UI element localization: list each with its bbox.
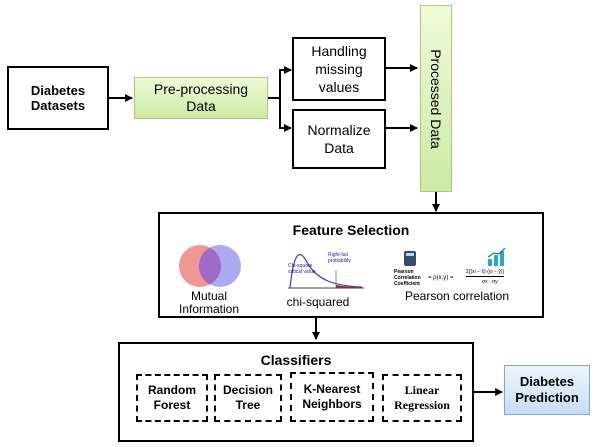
pearson-formula-numerator: Σ[(xi − x̄)·(yi − ȳ)]	[466, 269, 504, 277]
decision-tree-box: Decision Tree	[214, 374, 282, 422]
pearson-formula-icon: Pearson Correlation Coefficient = ρ(x,y)…	[394, 269, 534, 291]
knn-box: K-Nearest Neighbors	[290, 372, 374, 422]
calculator-icon	[404, 251, 416, 266]
mutual-information-label: Mutual Information	[178, 289, 240, 316]
pearson-correlation-label: Pearson correlation	[404, 289, 510, 303]
random-forest-label: Random Forest	[148, 383, 196, 412]
preprocessing-box: Pre-processing Data	[134, 77, 268, 119]
pearson-formula-name: Pearson Correlation Coefficient	[394, 269, 421, 287]
preprocessing-label: Pre-processing Data	[153, 81, 249, 114]
chi-annotation-left: Chi-square critical value	[288, 263, 316, 275]
growth-chart-icon	[487, 247, 506, 266]
diabetes-prediction-label: Diabetes Prediction	[515, 374, 579, 405]
linear-regression-box: Linear Regression	[382, 374, 462, 422]
feature-selection-title: Feature Selection	[292, 222, 410, 238]
processed-data-label: Processed Data	[428, 48, 445, 149]
handling-missing-label: Handling missing values	[311, 43, 367, 95]
arrow-preprocessing-to-normalize	[279, 98, 292, 132]
chi-annotation-right: Right-tail probability	[328, 252, 351, 264]
linear-regression-label: Linear Regression	[394, 383, 450, 412]
decision-tree-label: Decision Tree	[222, 383, 273, 412]
feature-selection-box: Feature Selection Mutual Information Chi…	[158, 212, 544, 318]
normalize-label: Normalize Data	[307, 122, 371, 156]
diabetes-datasets-label: Diabetes Datasets	[30, 83, 86, 113]
classifiers-box: Classifiers Random Forest Decision Tree …	[118, 342, 474, 442]
diabetes-datasets-box: Diabetes Datasets	[7, 66, 109, 130]
handling-missing-box: Handling missing values	[292, 37, 386, 101]
pearson-formula-lhs: = ρ(x,y) =	[428, 275, 454, 281]
processed-data-box: Processed Data	[420, 5, 452, 192]
chi-squared-distribution-icon	[288, 253, 364, 289]
chi-squared-label: chi-squared	[286, 295, 350, 309]
venn-diagram-icon	[179, 245, 241, 287]
knn-label: K-Nearest Neighbors	[302, 382, 362, 411]
classifiers-title: Classifiers	[260, 352, 332, 368]
random-forest-box: Random Forest	[136, 374, 208, 422]
diabetes-prediction-box: Diabetes Prediction	[504, 365, 590, 415]
pearson-formula-denominator: σx · σy	[482, 279, 498, 285]
normalize-box: Normalize Data	[292, 109, 386, 169]
arrow-preprocessing-to-branches	[268, 66, 292, 99]
